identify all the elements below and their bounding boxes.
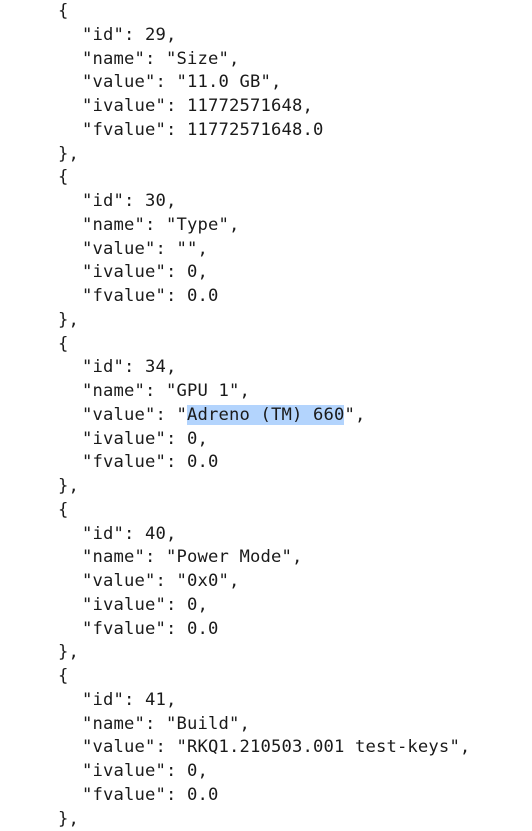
json-object-id-41: { "id": 41, "name": "Build", "value": "R… — [58, 665, 528, 831]
value-text[interactable]: 11.0 GB — [187, 72, 260, 92]
fvalue-field[interactable]: "fvalue": 0.0 — [58, 451, 528, 475]
id-field[interactable]: "id": 34, — [58, 356, 528, 380]
ivalue-field[interactable]: "ivalue": 0, — [58, 428, 528, 452]
id-field[interactable]: "id": 41, — [58, 689, 528, 713]
fvalue-field[interactable]: "fvalue": 0.0 — [58, 618, 528, 642]
value-key: "value": " — [82, 239, 187, 259]
selected-value-text[interactable]: Adreno (TM) 660 — [187, 405, 344, 425]
open-brace: { — [58, 0, 528, 24]
close-brace: }, — [58, 808, 528, 831]
value-suffix: ", — [449, 737, 470, 757]
value-text[interactable]: 0x0 — [187, 571, 219, 591]
name-field[interactable]: "name": "Build", — [58, 713, 528, 737]
close-brace: }, — [58, 143, 528, 167]
close-brace: }, — [58, 309, 528, 333]
open-brace: { — [58, 333, 528, 357]
value-text[interactable]: RKQ1.210503.001 test-keys — [187, 737, 449, 757]
json-object-id-30: { "id": 30, "name": "Type", "value": "",… — [58, 166, 528, 332]
value-field[interactable]: "value": "0x0", — [58, 570, 528, 594]
open-brace: { — [58, 665, 528, 689]
fvalue-field[interactable]: "fvalue": 0.0 — [58, 285, 528, 309]
name-field[interactable]: "name": "Type", — [58, 214, 528, 238]
value-suffix: ", — [218, 571, 239, 591]
value-suffix: ", — [187, 239, 208, 259]
name-field[interactable]: "name": "GPU 1", — [58, 380, 528, 404]
value-key: "value": " — [82, 72, 187, 92]
value-key: "value": " — [82, 405, 187, 425]
value-suffix: ", — [344, 405, 365, 425]
ivalue-field[interactable]: "ivalue": 0, — [58, 594, 528, 618]
name-field[interactable]: "name": "Size", — [58, 48, 528, 72]
ivalue-field[interactable]: "ivalue": 0, — [58, 261, 528, 285]
value-key: "value": " — [82, 571, 187, 591]
id-field[interactable]: "id": 40, — [58, 523, 528, 547]
close-brace: }, — [58, 475, 528, 499]
value-field[interactable]: "value": "", — [58, 238, 528, 262]
ivalue-field[interactable]: "ivalue": 0, — [58, 760, 528, 784]
ivalue-field[interactable]: "ivalue": 11772571648, — [58, 95, 528, 119]
value-field[interactable]: "value": "Adreno (TM) 660", — [58, 404, 528, 428]
json-object-id-40: { "id": 40, "name": "Power Mode", "value… — [58, 499, 528, 665]
id-field[interactable]: "id": 29, — [58, 24, 528, 48]
json-object-id-29: { "id": 29, "name": "Size", "value": "11… — [58, 0, 528, 166]
json-object-id-34: { "id": 34, "name": "GPU 1", "value": "A… — [58, 333, 528, 499]
open-brace: { — [58, 499, 528, 523]
open-brace: { — [58, 166, 528, 190]
value-key: "value": " — [82, 737, 187, 757]
close-brace: }, — [58, 641, 528, 665]
fvalue-field[interactable]: "fvalue": 0.0 — [58, 784, 528, 808]
value-field[interactable]: "value": "11.0 GB", — [58, 71, 528, 95]
value-field[interactable]: "value": "RKQ1.210503.001 test-keys", — [58, 736, 528, 760]
name-field[interactable]: "name": "Power Mode", — [58, 546, 528, 570]
value-suffix: ", — [260, 72, 281, 92]
fvalue-field[interactable]: "fvalue": 11772571648.0 — [58, 119, 528, 143]
json-viewer: { "id": 29, "name": "Size", "value": "11… — [58, 0, 528, 831]
id-field[interactable]: "id": 30, — [58, 190, 528, 214]
